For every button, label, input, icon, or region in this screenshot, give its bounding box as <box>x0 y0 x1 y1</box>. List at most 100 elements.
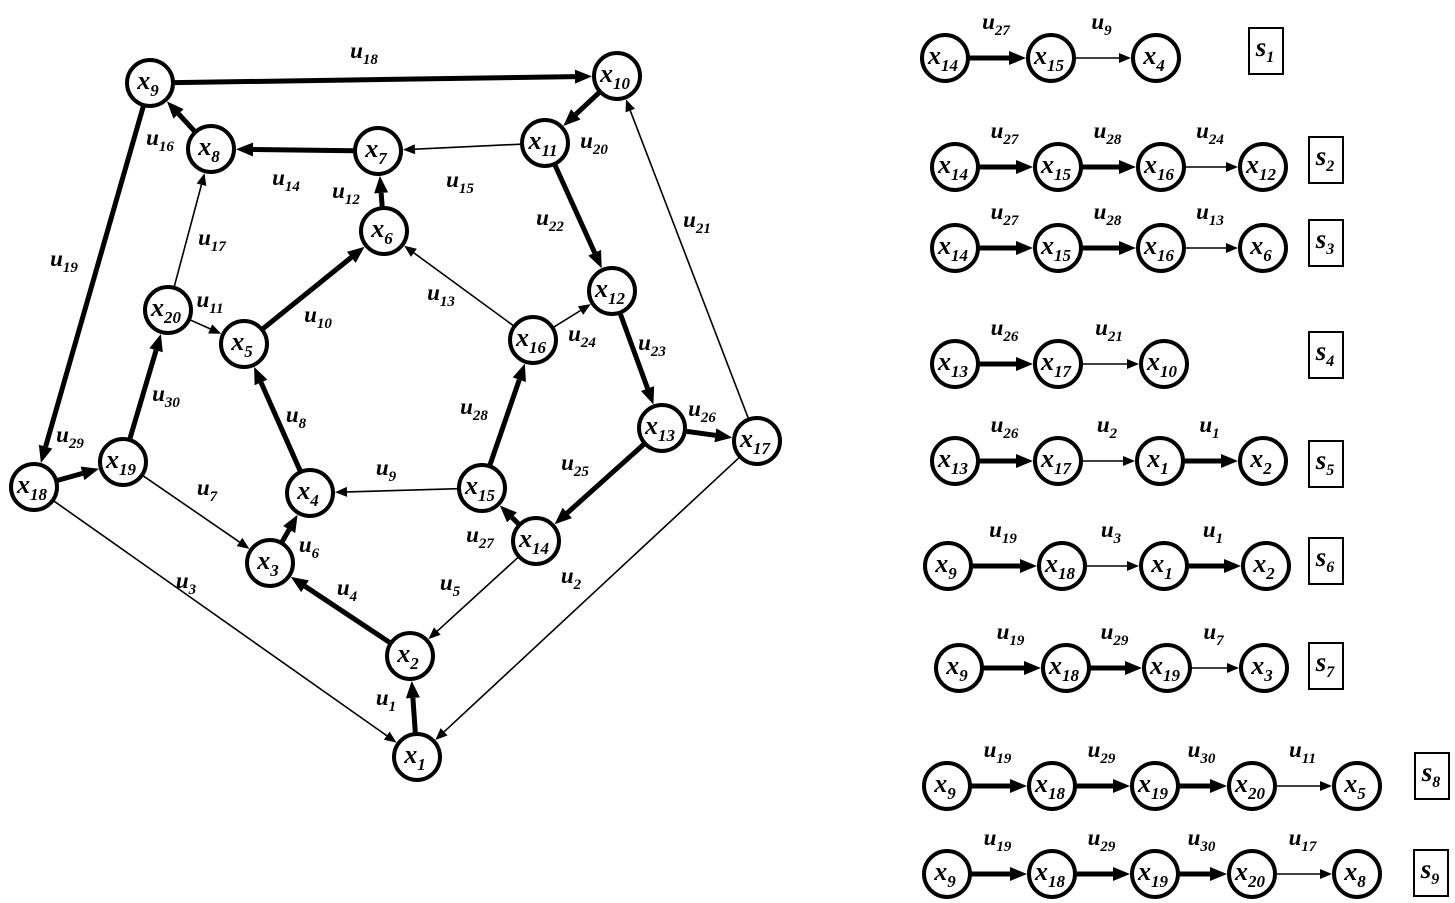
path-s9-node-x18-circle <box>1027 849 1077 899</box>
edge-u11-arrowhead <box>208 324 222 334</box>
path-s3-node-x15-circle <box>1033 223 1083 273</box>
path-s5-edge-label-u1: u1 <box>1199 412 1219 442</box>
node-x7: x7 <box>353 126 403 176</box>
edge-label-u7: u7 <box>197 475 218 505</box>
path-s5-edge-u26-arrowhead <box>1016 454 1033 468</box>
edge-u28-line <box>487 378 522 467</box>
path-s8-node-x9: x9 <box>922 761 972 811</box>
node-x10-circle <box>592 51 642 101</box>
edge-u14-arrowhead <box>235 142 254 157</box>
path-s8-node-x5-label: x5 <box>1343 769 1366 803</box>
edge-u14-line <box>252 147 355 154</box>
path-s2-box-label: s2 <box>1315 141 1335 175</box>
path-s6-node-x1-circle <box>1139 541 1189 591</box>
path-s6-node-x9: x9 <box>923 541 973 591</box>
edge-label-u23: u23 <box>638 330 666 360</box>
node-x12-circle <box>587 266 637 316</box>
edge-u2-line <box>443 456 740 733</box>
edge-u5-line <box>436 556 519 632</box>
path-s6-node-x1-label: x1 <box>1150 549 1173 583</box>
edge-label-u11: u11 <box>197 287 224 317</box>
node-x2-circle <box>385 631 435 681</box>
edge-label-u18: u18 <box>350 38 378 68</box>
edge-u6-line <box>279 528 292 544</box>
path-s3-edge-u27 <box>979 241 1033 255</box>
path-s4-node-x10: x10 <box>1139 339 1189 389</box>
path-s5-node-x2-label: x2 <box>1249 444 1272 478</box>
path-s5-box-label: s5 <box>1315 445 1335 479</box>
edge-u12-arrowhead <box>374 175 389 194</box>
path-s7-node-x9: x9 <box>934 643 984 693</box>
edge-u18 <box>173 69 593 86</box>
path-s5-node-x2: x2 <box>1238 436 1288 486</box>
path-s9-node-x9-label: x9 <box>933 857 956 891</box>
node-x5-circle <box>219 319 269 369</box>
edge-u15-arrowhead <box>402 144 416 155</box>
path-s9-node-x8-label: x8 <box>1343 857 1366 891</box>
path-s3-edge-label-u27: u27 <box>991 199 1019 229</box>
edge-u7-arrowhead <box>236 537 250 549</box>
edge-u2-arrowhead <box>435 728 448 740</box>
node-x14-circle <box>511 516 561 566</box>
edge-label-u17: u17 <box>198 225 226 255</box>
path-s3-node-x6: x6 <box>1238 223 1288 273</box>
node-x8: x8 <box>186 124 236 174</box>
path-s4-node-x10-label: x10 <box>1146 347 1178 381</box>
path-s8-node-x18: x18 <box>1027 761 1077 811</box>
node-x13: x13 <box>637 403 687 453</box>
path-s4-node-x17-label: x17 <box>1040 347 1073 381</box>
path-s8-edge-u29 <box>1076 779 1130 793</box>
path-s5-edge-u2 <box>1082 456 1135 466</box>
path-s3-node-x14-label: x14 <box>937 231 968 265</box>
path-s8-node-x18-label: x18 <box>1034 769 1066 803</box>
edge-label-u15: u15 <box>446 167 474 197</box>
path-s2-node-x12: x12 <box>1238 142 1288 192</box>
node-x6: x6 <box>359 206 409 256</box>
path-s5-node-x13-circle <box>930 436 980 486</box>
path-s3-node-x16-label: x16 <box>1143 231 1175 265</box>
path-s9-edge-label-u19: u19 <box>984 825 1012 855</box>
node-x13-circle <box>637 403 687 453</box>
node-x6-circle <box>359 206 409 256</box>
path-s4-node-x10-circle <box>1139 339 1189 389</box>
node-x19: x19 <box>98 437 148 487</box>
path-s4-node-x13-circle <box>930 339 980 389</box>
edge-u21-line <box>629 110 750 419</box>
path-s7-node-x19-label: x19 <box>1149 651 1181 685</box>
node-x17: x17 <box>732 416 782 466</box>
path-s9-node-x18-label: x18 <box>1034 857 1066 891</box>
path-s9-edge-u19 <box>971 867 1027 881</box>
path-s1-node-x14-label: x14 <box>927 41 958 75</box>
node-x5-label: x5 <box>230 327 253 361</box>
edge-u23 <box>617 312 655 405</box>
path-s9-edge-u30 <box>1179 867 1227 881</box>
path-s7-node-x3-label: x3 <box>1250 651 1273 685</box>
edge-u7 <box>142 474 250 549</box>
edge-u1-line <box>410 697 418 734</box>
edge-u26-arrowhead <box>714 428 733 443</box>
path-s7-edge-u29 <box>1090 661 1142 675</box>
node-x18-label: x18 <box>16 470 48 504</box>
path-s1-node-x4: x4 <box>1131 33 1181 83</box>
edge-u8-arrowhead <box>254 366 268 386</box>
path-s2-edge-label-u27: u27 <box>991 118 1019 148</box>
path-s4-edge-u26 <box>979 357 1033 371</box>
path-s8-edge-label-u29: u29 <box>1088 737 1116 767</box>
path-s9-node-x8: x8 <box>1332 849 1382 899</box>
path-s7-edge-u29-arrowhead <box>1125 661 1142 675</box>
path-s8-edge-u11-arrowhead <box>1320 781 1332 791</box>
edge-label-u2: u2 <box>561 563 582 593</box>
edge-u5 <box>428 556 519 640</box>
path-s7-node-x18-circle <box>1041 643 1091 693</box>
path-s5-edge-u2-arrowhead <box>1123 456 1135 466</box>
path-s4-edge-u26-arrowhead <box>1016 357 1033 371</box>
path-s9-edge-u17-arrowhead <box>1320 869 1332 879</box>
edge-u10 <box>261 246 365 331</box>
path-s3-node-x14-circle <box>930 223 980 273</box>
edge-label-u4: u4 <box>337 575 358 605</box>
node-x3: x3 <box>245 538 295 588</box>
path-s1-box-label: s1 <box>1255 32 1275 66</box>
path-s8-edge-u30 <box>1179 779 1227 793</box>
